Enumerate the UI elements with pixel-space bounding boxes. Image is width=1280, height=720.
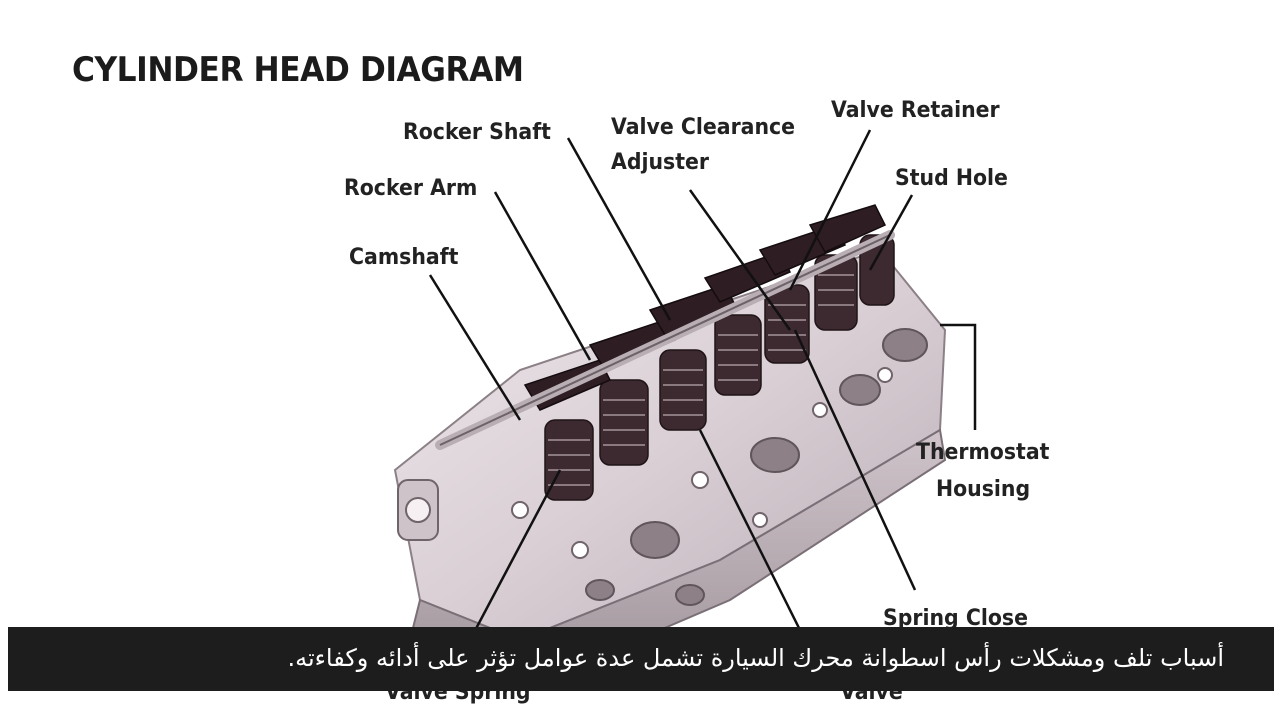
- label-spring-close: Spring Close: [883, 606, 1028, 631]
- label-valve-retainer: Valve Retainer: [831, 98, 1000, 123]
- label-valve-clearance: Valve Clearance: [611, 115, 796, 140]
- caption-text: أسباب تلف ومشكلات رأس اسطوانة محرك السيا…: [287, 644, 1224, 672]
- valve-train: [435, 204, 895, 501]
- label-housing: Housing: [936, 477, 1031, 502]
- label-stud-hole: Stud Hole: [895, 166, 1008, 191]
- diagram-title: CYLINDER HEAD DIAGRAM: [72, 50, 524, 90]
- label-adjuster: Adjuster: [611, 150, 709, 175]
- caption-bar: أسباب تلف ومشكلات رأس اسطوانة محرك السيا…: [8, 627, 1274, 691]
- label-rocker-arm: Rocker Arm: [344, 176, 478, 201]
- label-rocker-shaft: Rocker Shaft: [403, 120, 551, 145]
- label-camshaft: Camshaft: [349, 245, 459, 270]
- label-thermostat: Thermostat: [916, 440, 1050, 465]
- leader-lines: [428, 129, 977, 691]
